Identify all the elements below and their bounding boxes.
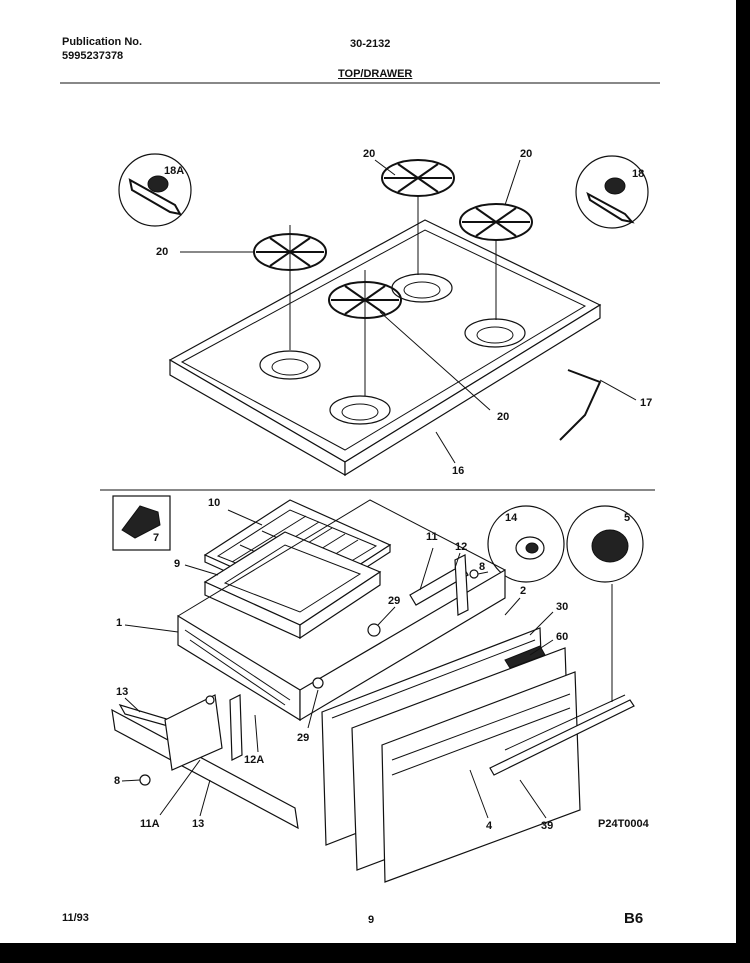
callout-8-bottom: 8: [114, 775, 121, 787]
grate-center-back: [381, 159, 455, 275]
inset-5: [566, 505, 644, 583]
inset-7: [112, 495, 171, 551]
screw-8: [469, 569, 479, 579]
inset-18: [575, 155, 649, 229]
grate-left: [253, 225, 327, 350]
callout-17: 17: [640, 397, 653, 409]
broiler-pan: [203, 531, 382, 640]
callout-60: 60: [556, 631, 569, 643]
section-title: TOP/DRAWER: [338, 68, 413, 80]
screw-8b: [139, 774, 151, 786]
callout-20-center: 20: [497, 411, 510, 423]
inset-14: [487, 505, 565, 583]
callout-39: 39: [541, 820, 554, 832]
callout-7: 7: [153, 532, 160, 544]
publication-label: Publication No.: [62, 36, 143, 48]
grate-right: [459, 203, 533, 320]
cooktop: [168, 219, 602, 477]
plate-11a: [164, 694, 223, 771]
callout-2: 2: [520, 585, 527, 597]
callout-20-left: 20: [156, 246, 169, 258]
callout-18a: 18A: [164, 165, 185, 177]
footer-page-number: 9: [368, 914, 375, 926]
callout-20-right: 20: [520, 148, 533, 160]
bracket-12: [454, 554, 469, 616]
callout-12: 12: [455, 541, 468, 553]
wire-17: [559, 369, 602, 441]
callout-29-top: 29: [388, 595, 401, 607]
callout-18: 18: [632, 168, 645, 180]
callout-5: 5: [624, 512, 631, 524]
callout-4: 4: [486, 820, 493, 832]
parts-diagram-page: Publication No. 5995237378 30-2132 TOP/D…: [0, 0, 736, 943]
part-29-a: [367, 623, 381, 637]
callout-20-top: 20: [363, 148, 376, 160]
model-number: 30-2132: [350, 38, 391, 50]
exploded-view-drawing: [60, 82, 660, 883]
callout-13-bottom: 13: [192, 818, 205, 830]
callout-11a: 11A: [140, 818, 160, 830]
trim-39: [489, 699, 635, 776]
callout-9: 9: [174, 558, 181, 570]
callout-30: 30: [556, 601, 569, 613]
callout-13-top: 13: [116, 686, 129, 698]
grate-center-front: [328, 270, 402, 396]
drawer-body: [177, 499, 506, 722]
bracket-12a: [229, 694, 243, 761]
footer-code: B6: [624, 910, 644, 927]
inset-18a: [118, 153, 192, 227]
callout-29-bottom: 29: [297, 732, 310, 744]
figure-code: P24T0004: [598, 818, 649, 830]
callout-12a: 12A: [244, 754, 265, 766]
publication-number: 5995237378: [62, 50, 124, 62]
front-panel-4: [351, 647, 581, 883]
callout-14: 14: [505, 512, 518, 524]
part-29-b: [312, 677, 324, 689]
bracket-11: [409, 564, 469, 606]
footer-date: 11/93: [62, 912, 89, 924]
callout-16: 16: [452, 465, 465, 477]
callout-8-top: 8: [479, 561, 486, 573]
callout-1: 1: [116, 617, 123, 629]
callout-11: 11: [426, 531, 438, 543]
callout-10: 10: [208, 497, 221, 509]
